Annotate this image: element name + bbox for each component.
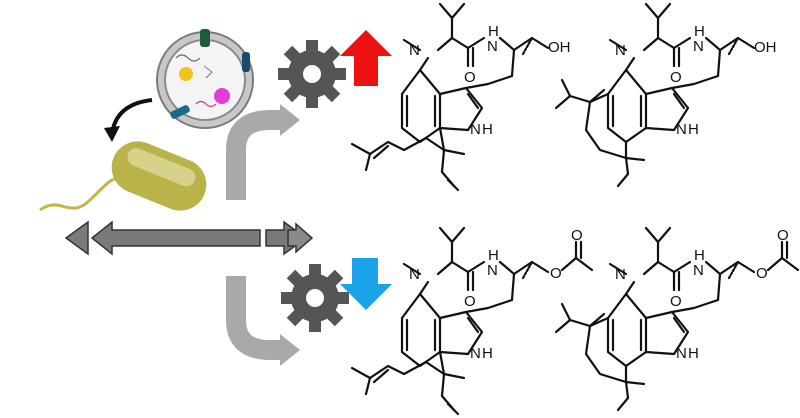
indole-n-label: N xyxy=(676,121,687,138)
n-methyl-label: N xyxy=(409,42,420,59)
molecule-top-1 xyxy=(350,2,550,192)
carbonyl-o-label: O xyxy=(670,293,682,310)
n-methyl-label: N xyxy=(615,266,626,283)
amide-n-label: N xyxy=(487,262,498,279)
vesicle-icon xyxy=(156,29,254,129)
indole-n-label: N xyxy=(470,345,481,362)
hydroxyl-label: OH xyxy=(754,39,777,56)
n-methyl-label: N xyxy=(409,266,420,283)
amide-h-label: H xyxy=(694,247,705,264)
amide-h-label: H xyxy=(488,23,499,40)
molecule-top-2 xyxy=(554,2,756,188)
down-arrow-icon xyxy=(340,258,392,310)
pathway-arrow-down xyxy=(226,276,282,360)
hydroxyl-label: OH xyxy=(548,39,571,56)
ester-o-label: O xyxy=(756,265,768,282)
ester-o-label: O xyxy=(550,265,562,282)
molecule-bottom-2 xyxy=(554,226,800,412)
carbonyl-o-label: O xyxy=(464,293,476,310)
indole-n-label: N xyxy=(676,345,687,362)
indole-n-label: N xyxy=(470,121,481,138)
molecule-bottom-1 xyxy=(350,226,594,416)
indole-h-label: H xyxy=(688,121,699,138)
indole-h-label: H xyxy=(482,121,493,138)
carbonyl-o-label: O xyxy=(670,69,682,86)
ester-carbonyl-o-label: O xyxy=(571,227,583,244)
gear-icon xyxy=(281,264,349,332)
indole-h-label: H xyxy=(482,345,493,362)
n-methyl-label: N xyxy=(615,42,626,59)
gear-icon xyxy=(278,40,346,108)
ester-carbonyl-o-label: O xyxy=(777,227,789,244)
amide-n-label: N xyxy=(693,262,704,279)
amide-h-label: H xyxy=(694,23,705,40)
amide-n-label: N xyxy=(693,38,704,55)
amide-n-label: N xyxy=(487,38,498,55)
carbonyl-o-label: O xyxy=(464,69,476,86)
up-arrow-icon xyxy=(340,30,392,86)
amide-h-label: H xyxy=(488,247,499,264)
indole-h-label: H xyxy=(688,345,699,362)
pathway-arrow-up xyxy=(226,110,282,200)
bacterium-icon xyxy=(39,141,207,212)
gene-cluster xyxy=(64,220,314,256)
